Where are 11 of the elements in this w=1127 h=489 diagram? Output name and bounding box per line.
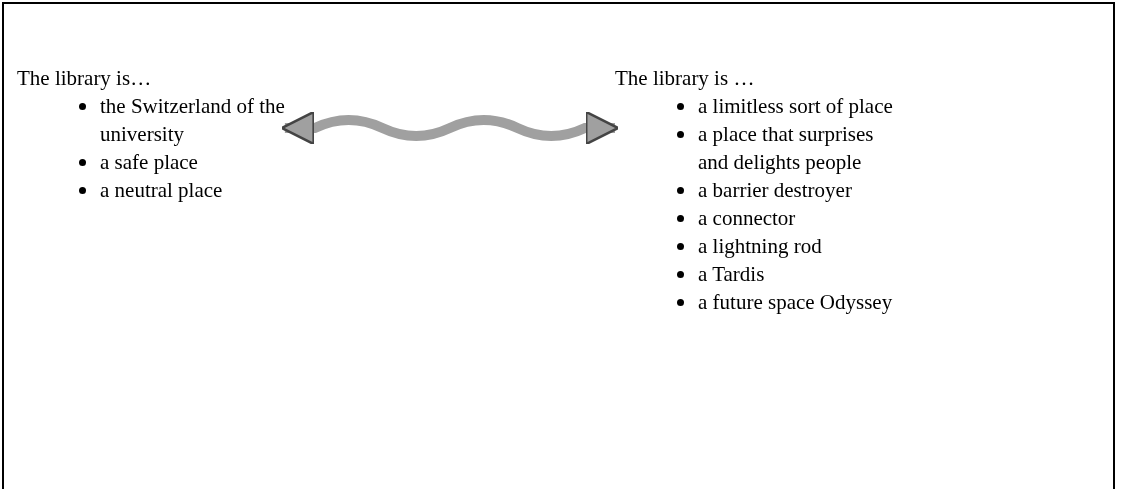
list-item-text: a future space Odyssey: [698, 290, 893, 314]
heading: The library is …: [615, 65, 755, 92]
list-item-text: a barrier destroyer: [698, 178, 852, 202]
wavy-double-arrow: [280, 110, 620, 146]
list-item-text: a neutral place: [100, 178, 223, 202]
list-item-text: a lightning rod: [698, 234, 822, 258]
list-item-text: a Tardis: [698, 262, 765, 286]
list-item-text: a connector: [698, 206, 796, 230]
list-item-text: a limitless sort of place: [698, 94, 893, 118]
list-item-text: a safe place: [100, 150, 198, 174]
heading: The library is…: [17, 65, 152, 92]
